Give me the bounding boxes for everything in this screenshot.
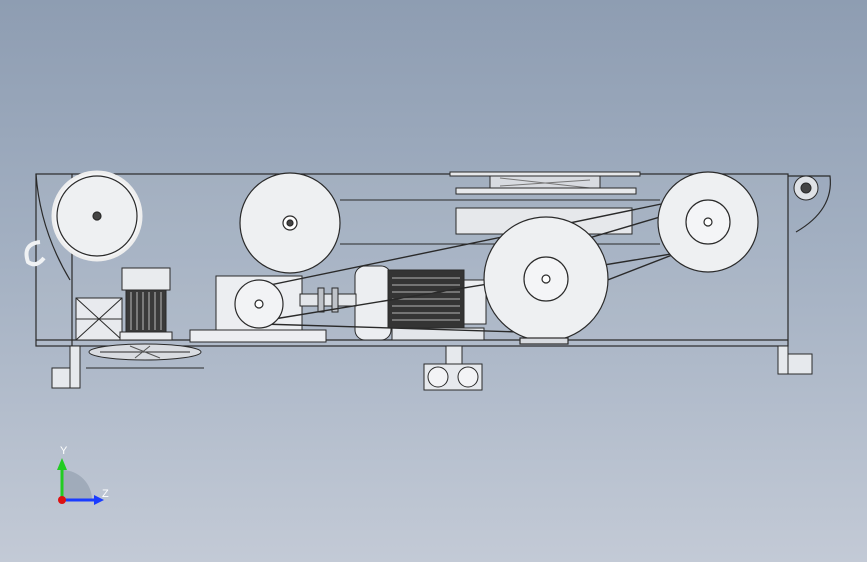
pulley-gearbox — [234, 279, 284, 329]
axis-origin — [58, 496, 66, 504]
left-hook — [24, 240, 46, 267]
fan-disc — [86, 343, 204, 369]
z-axis-label: Z — [102, 488, 109, 500]
small-motor — [119, 267, 173, 341]
pulley-large — [483, 216, 609, 345]
z-axis-head — [94, 495, 104, 505]
left-roller — [51, 170, 143, 262]
y-axis-label: Y — [60, 445, 68, 457]
left-bracket — [75, 297, 123, 341]
y-axis-head — [57, 458, 67, 470]
pulley-upper-middle — [239, 172, 341, 274]
pulley-right — [657, 171, 759, 273]
tension-wheel — [793, 175, 819, 201]
coordinate-triad: Y Z — [57, 445, 109, 505]
triad-quadrant — [62, 470, 92, 500]
machine-feet — [51, 345, 813, 391]
